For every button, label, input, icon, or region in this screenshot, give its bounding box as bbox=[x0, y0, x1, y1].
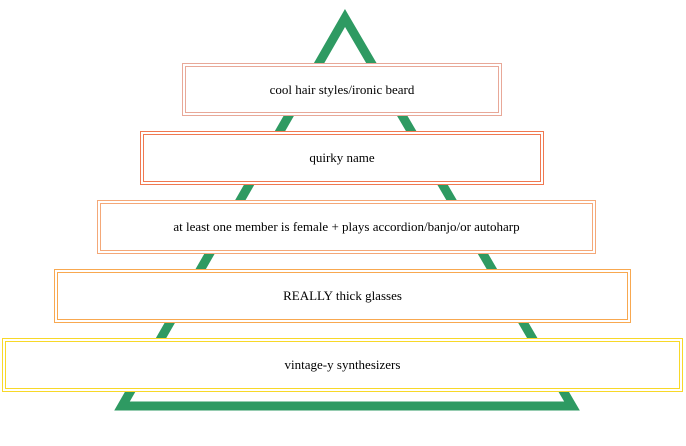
level-1-label: cool hair styles/ironic beard bbox=[185, 66, 499, 113]
level-5-box: vintage-y synthesizers bbox=[2, 338, 683, 392]
level-3-box: at least one member is female + plays ac… bbox=[97, 200, 596, 254]
level-3-label: at least one member is female + plays ac… bbox=[100, 203, 593, 251]
level-2-label: quirky name bbox=[143, 134, 541, 182]
level-2-box: quirky name bbox=[140, 131, 544, 185]
level-1-box: cool hair styles/ironic beard bbox=[182, 63, 502, 116]
level-5-label: vintage-y synthesizers bbox=[5, 341, 680, 389]
level-4-label: REALLY thick glasses bbox=[57, 272, 628, 320]
level-4-box: REALLY thick glasses bbox=[54, 269, 631, 323]
